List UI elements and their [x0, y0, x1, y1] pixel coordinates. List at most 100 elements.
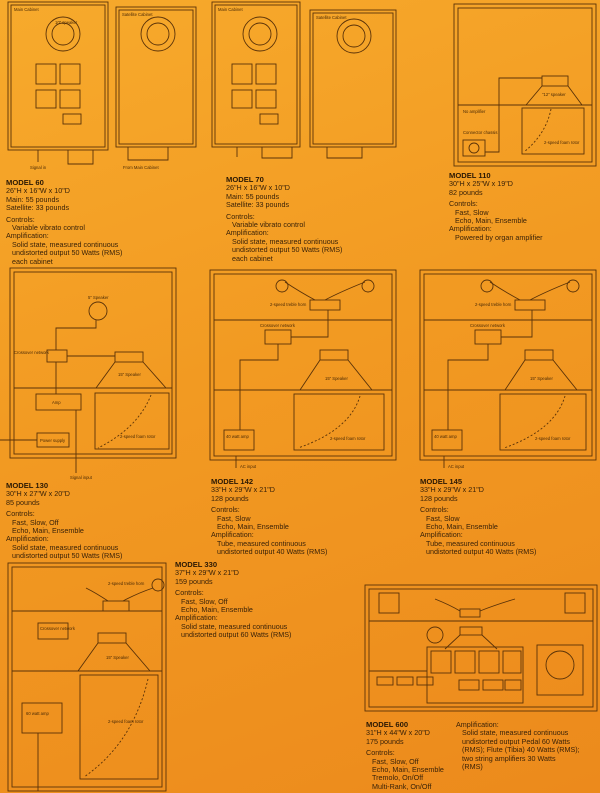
- control-item: Echo, Main, Ensemble: [426, 522, 498, 532]
- diagram-line: [480, 279, 494, 293]
- diagram-line: [83, 678, 149, 778]
- amplification-label: Amplification:: [6, 534, 49, 544]
- amplification-line: undistorted output 50 Watts (RMS): [12, 551, 123, 561]
- diagram-line: [326, 147, 363, 159]
- control-item: Echo, Main, Ensemble: [455, 216, 527, 226]
- diagram-line: [115, 6, 197, 148]
- diagram-line: [361, 279, 375, 293]
- amplification-line: undistorted output 50 Watts (RMS): [12, 248, 123, 258]
- diagram-line: [503, 395, 566, 449]
- diagram-label: Amp: [52, 400, 61, 405]
- diagram-line: [485, 77, 542, 153]
- controls-label: Controls:: [420, 505, 449, 515]
- amplification-line: undistorted output Pedal 60 Watts: [462, 736, 571, 746]
- diagram-line: [284, 281, 366, 301]
- amplification-label: Amplification:: [449, 224, 492, 234]
- amplification-line: Solid state, measured continuous: [462, 728, 569, 738]
- amplification-line: each cabinet: [232, 253, 273, 263]
- diagram-line: [45, 16, 81, 52]
- diagram-line: [88, 301, 108, 321]
- diagram-line: [458, 679, 480, 691]
- diagram-line: [97, 394, 152, 449]
- diagram-line: [55, 320, 97, 350]
- model-60-specs: MODEL 60 26"H x 16"W x 10"D Main: 55 pou…: [6, 178, 123, 266]
- diagram-line: [140, 16, 176, 52]
- diagram-label: Signal input: [70, 475, 93, 480]
- diagram-line: [504, 359, 578, 391]
- diagram-line: [462, 139, 486, 157]
- diagram-line: [118, 9, 194, 145]
- diagram-line: [214, 4, 298, 145]
- diagram-line: [67, 150, 94, 165]
- model-110-specs: MODEL 110 30"H x 25"W x 19"D 82 pounds C…: [449, 171, 543, 242]
- diagram-line: [209, 269, 397, 461]
- diagram-line: [35, 393, 82, 411]
- weight: Satellite: 33 pounds: [226, 200, 290, 210]
- amplification-label: Amplification:: [6, 231, 49, 241]
- diagram-line: [62, 113, 82, 125]
- diagram-line: [342, 24, 366, 48]
- model-600-diagram: [364, 584, 598, 712]
- diagram-line: [336, 18, 372, 54]
- controls-label: Controls:: [6, 214, 35, 224]
- diagram-line: [59, 89, 81, 109]
- diagram-label: 10" speaker: [55, 20, 78, 25]
- diagram-line: [419, 269, 597, 461]
- diagram-line: [94, 392, 170, 450]
- diagram-line: [299, 359, 373, 391]
- diagram-label: 40 watt amp: [434, 434, 457, 439]
- diagram-line: [447, 344, 489, 430]
- dimensions: 33"H x 29"W x 21"D: [211, 485, 275, 495]
- model-title: MODEL 70: [226, 175, 264, 184]
- amplification-label: Amplification:: [226, 228, 269, 238]
- dimensions: 31"H x 44"W x 20"D: [366, 728, 430, 738]
- diagram-line: [309, 299, 341, 311]
- diagram-line: [85, 587, 154, 602]
- control-item: Fast, Slow, Off: [181, 596, 228, 606]
- diagram-label: 5" Speaker: [88, 295, 109, 300]
- control-item: Multi-Rank, On/Off: [372, 781, 432, 791]
- diagram-line: [525, 85, 583, 106]
- amplification-line: undistorted output 60 Watts (RMS): [181, 630, 292, 640]
- model-70-specs: MODEL 70 26"H x 16"W x 10"D Main: 55 pou…: [226, 175, 342, 263]
- model-330-specs: MODEL 330 37"H x 29"W x 21"D 159 pounds …: [175, 560, 292, 640]
- diagram-label: AC input: [448, 464, 465, 469]
- diagram-label: 60 watt amp: [26, 711, 49, 716]
- dimensions: 26"H x 16"W x 10"D: [226, 183, 290, 193]
- diagram-label: Satellite Cabinet: [316, 15, 347, 20]
- diagram-line: [564, 592, 586, 614]
- amplification-line: each cabinet: [12, 256, 53, 266]
- diagram-line: [514, 299, 546, 311]
- diagram-line: [7, 562, 167, 792]
- diagram-line: [536, 644, 584, 696]
- control-item: Fast, Slow: [217, 513, 251, 523]
- diagram-line: [309, 9, 397, 148]
- diagram-line: [423, 273, 593, 457]
- diagram-line: [431, 429, 463, 451]
- dimensions: 33"H x 29"W x 21"D: [420, 485, 484, 495]
- diagram-label: Crossover network: [260, 323, 296, 328]
- diagram-label: 2-speed treble horn: [475, 302, 512, 307]
- diagram-label: "12" speaker: [542, 92, 566, 97]
- control-item: Echo, Main, Ensemble: [12, 526, 84, 536]
- diagram-line: [239, 344, 279, 430]
- model-title: MODEL 130: [6, 481, 49, 490]
- amplification-line: (RMS): [462, 762, 483, 772]
- diagram-label: AC input: [240, 464, 257, 469]
- diagram-label: 2-speed foam rotor: [108, 719, 144, 724]
- diagram-label: 2-speed foam rotor: [330, 436, 366, 441]
- diagram-line: [264, 329, 292, 345]
- diagram-line: [541, 75, 569, 87]
- dimensions: 37"H x 29"W x 21"D: [175, 568, 239, 578]
- diagram-line: [378, 592, 400, 614]
- diagram-line: [95, 361, 167, 389]
- diagram-label: Crossover network: [14, 350, 50, 355]
- model-130-specs: MODEL 130 30"H x 27"W x 20"D 85 pounds C…: [6, 481, 123, 561]
- diagram-line: [37, 622, 69, 640]
- diagram-label: 15" Speaker: [118, 372, 142, 377]
- diagram-line: [114, 351, 144, 363]
- model-145-diagram: 2-speed treble horn Crossover network 15…: [419, 269, 597, 469]
- control-item: Fast, Slow, Off: [12, 517, 59, 527]
- dimensions: 26"H x 16"W x 10"D: [6, 186, 70, 196]
- diagram-line: [231, 63, 253, 85]
